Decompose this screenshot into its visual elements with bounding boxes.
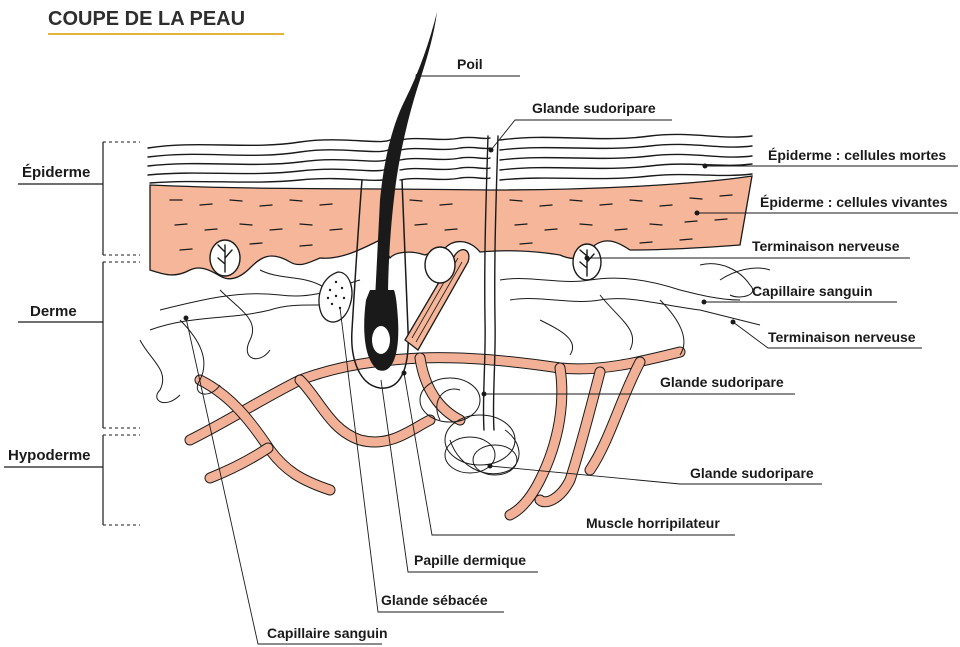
sweat-gland-duct [483, 136, 488, 430]
nerve-ending-right [573, 244, 601, 280]
sebaceous-gland [319, 272, 352, 322]
label-nerve-ending-1: Terminaison nerveuse [752, 238, 900, 254]
epidermis-dead-layer [148, 134, 752, 183]
layer-label-epidermis: Épiderme [22, 164, 90, 181]
label-nerve-ending-2: Terminaison nerveuse [768, 329, 916, 345]
layer-label-dermis: Derme [30, 303, 77, 320]
nerve-ending-left [210, 240, 240, 276]
label-sebaceous-gland: Glande sébacée [381, 592, 488, 608]
label-capillary-bottom: Capillaire sanguin [267, 625, 388, 641]
diagram-title: COUPE DE LA PEAU [48, 8, 245, 30]
label-sweat-gland-low: Glande sudoripare [690, 465, 814, 481]
label-epidermis-dead: Épiderme : cellules mortes [768, 147, 946, 163]
blood-vessels [190, 352, 680, 515]
layer-label-hypodermis: Hypoderme [8, 447, 91, 464]
label-hair: Poil [457, 56, 483, 72]
nerve-ending-follicle [425, 247, 455, 283]
label-arrector-muscle: Muscle horripilateur [586, 515, 720, 531]
label-sweat-gland-mid: Glande sudoripare [660, 374, 784, 390]
label-epidermis-living: Épiderme : cellules vivantes [760, 194, 948, 210]
dermal-papilla [372, 326, 390, 354]
label-sweat-gland-top: Glande sudoripare [532, 100, 656, 116]
layer-brackets [103, 142, 140, 525]
label-capillary-right: Capillaire sanguin [752, 283, 873, 299]
label-dermal-papilla: Papille dermique [414, 552, 526, 568]
